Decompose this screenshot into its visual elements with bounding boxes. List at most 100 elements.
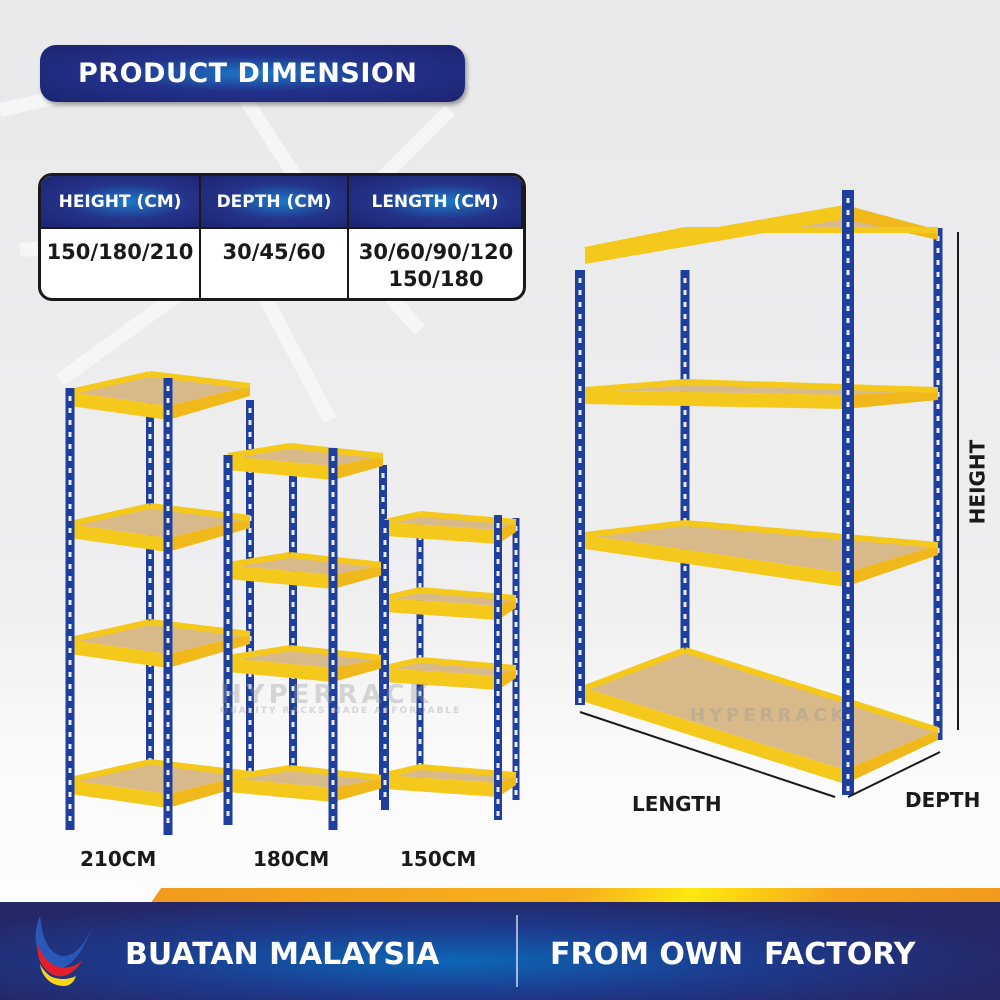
rack-180-front-post-hole xyxy=(331,744,335,749)
rack-180-shelf-front-beam xyxy=(228,778,333,802)
large-rack-back-post-hole xyxy=(936,416,940,421)
large-rack-front-post-hole xyxy=(578,326,582,331)
large-rack-front-post-hole xyxy=(578,662,582,667)
rack-150-front-post-hole xyxy=(383,684,387,689)
large-rack-front-post-hole xyxy=(578,350,582,355)
rack-150-back-post-hole xyxy=(418,739,422,744)
rack-210-front-post-hole xyxy=(68,804,72,809)
column-header-depth: DEPTH (CM) xyxy=(201,176,349,229)
rack-210-front-post-hole xyxy=(166,530,170,535)
large-rack-front-post-hole xyxy=(578,554,582,559)
rack-210-back-post-hole xyxy=(248,648,252,653)
rack-150-back-post-hole xyxy=(514,694,518,699)
rack-150-back-post-hole xyxy=(514,742,518,747)
rack-180-back-post-hole xyxy=(291,734,295,739)
rack-150-back-post-hole xyxy=(418,571,422,576)
rack-180-front-post-hole xyxy=(226,619,230,624)
rack-150-back-post-hole xyxy=(514,790,518,795)
large-rack-front-post-hole xyxy=(846,210,850,215)
rack-150-back-post-hole xyxy=(418,619,422,624)
large-rack-back-post xyxy=(933,228,943,740)
large-rack-front-post-hole xyxy=(846,606,850,611)
large-rack-back-post-hole xyxy=(683,362,687,367)
large-rack-back-post-hole xyxy=(936,584,940,589)
depth-label: DEPTH xyxy=(905,788,981,812)
rack-210-back-post-hole xyxy=(148,722,152,727)
rack-210-shelf-left-beam xyxy=(69,371,151,395)
rack-150-front-post-hole xyxy=(383,780,387,785)
rack-210-back-post-hole xyxy=(248,492,252,497)
rack-210-front-post-hole xyxy=(68,636,72,641)
large-rack-front-post-hole xyxy=(578,302,582,307)
rack-150-back-post-hole xyxy=(514,562,518,567)
rack-210-front-post-hole xyxy=(68,660,72,665)
rack-180-front-post-hole xyxy=(331,612,335,617)
large-rack-front-post-hole xyxy=(578,566,582,571)
large-rack-front-post-hole xyxy=(578,314,582,319)
rack-210-shelf-left-beam xyxy=(69,759,151,783)
rack-180-shelf-front-beam xyxy=(228,456,333,480)
rack-180-back-post-hole xyxy=(291,518,295,523)
large-rack-front-post-hole xyxy=(846,330,850,335)
large-rack-shelf-front-beam xyxy=(585,205,845,264)
rack-150-front-post-hole xyxy=(496,523,500,528)
rack-210-front-post-hole xyxy=(166,746,170,751)
rack-180-front-post-hole xyxy=(226,523,230,528)
large-rack-back-post-hole xyxy=(683,374,687,379)
rack-210-front-post-hole xyxy=(166,398,170,403)
rack-150-back-post-hole xyxy=(418,655,422,660)
rack-150-front-post-hole xyxy=(383,564,387,569)
rack-210-front-post-hole xyxy=(166,590,170,595)
rack-180-shelf-left-beam xyxy=(227,552,291,568)
rack-180-front-post-hole xyxy=(331,708,335,713)
rack-180-back-post-hole xyxy=(291,638,295,643)
rack-150-front-post-hole xyxy=(496,787,500,792)
large-rack-front-post-hole xyxy=(846,630,850,635)
large-rack-back-post-hole xyxy=(936,296,940,301)
rack-150-back-post-hole xyxy=(418,751,422,756)
rack-180-front-post-hole xyxy=(226,631,230,636)
rack-210-front-post-hole xyxy=(166,794,170,799)
large-rack-front-post-hole xyxy=(578,614,582,619)
rack-180-front-post-hole xyxy=(331,528,335,533)
rack-150-shelf-board xyxy=(385,514,516,530)
rack-180-front-post-hole xyxy=(226,487,230,492)
rack-210-front-post-hole xyxy=(166,542,170,547)
rack-180-back-post-hole xyxy=(291,482,295,487)
rack-210-front-post-hole xyxy=(68,492,72,497)
large-rack-front-post-hole xyxy=(846,498,850,503)
rack-150-front-post-hole xyxy=(383,768,387,773)
rack-150-back-post-hole xyxy=(418,559,422,564)
rack-150-shelf-front-beam xyxy=(385,668,498,690)
cell-length: 30/60/90/120 150/180 xyxy=(358,240,514,291)
rack-210-front-post-hole xyxy=(68,792,72,797)
large-rack-front-post-hole xyxy=(846,426,850,431)
rack-180-front-post-hole xyxy=(331,480,335,485)
depth-dimension-line xyxy=(847,751,941,798)
rack-180-front-post-hole xyxy=(331,588,335,593)
large-rack-front-post-hole xyxy=(578,674,582,679)
rack-210-back-post-hole xyxy=(248,672,252,677)
large-rack-front-post-hole xyxy=(846,594,850,599)
large-rack-back-post-hole xyxy=(936,656,940,661)
rack-150-back-post-hole xyxy=(514,718,518,723)
rack-150-shelf-left-beam xyxy=(384,657,421,671)
rack-180-front-post-hole xyxy=(331,804,335,809)
rack-210-front-post-hole xyxy=(166,650,170,655)
rack-210-front-post-hole xyxy=(166,482,170,487)
large-rack-front-post-hole xyxy=(846,702,850,707)
large-rack-front-post-hole xyxy=(578,590,582,595)
rack-210-back-post-hole xyxy=(148,578,152,583)
rack-180-shelf-left-beam xyxy=(227,443,291,459)
rack-210-back-post-hole xyxy=(248,528,252,533)
rack-180-front-post-hole xyxy=(331,492,335,497)
rack-150-front-post-hole xyxy=(496,691,500,696)
rack-210-back-post-hole xyxy=(248,768,252,773)
rack-150-front-post-hole xyxy=(496,571,500,576)
buatan-malaysia-text: BUATAN MALAYSIA xyxy=(125,937,440,972)
rack-150-front-post-hole xyxy=(383,648,387,653)
rack-210-back-post-hole xyxy=(148,554,152,559)
large-rack-back-post-hole xyxy=(683,638,687,643)
page-title: PRODUCT DIMENSION xyxy=(40,45,465,102)
large-rack-front-post-hole xyxy=(846,270,850,275)
